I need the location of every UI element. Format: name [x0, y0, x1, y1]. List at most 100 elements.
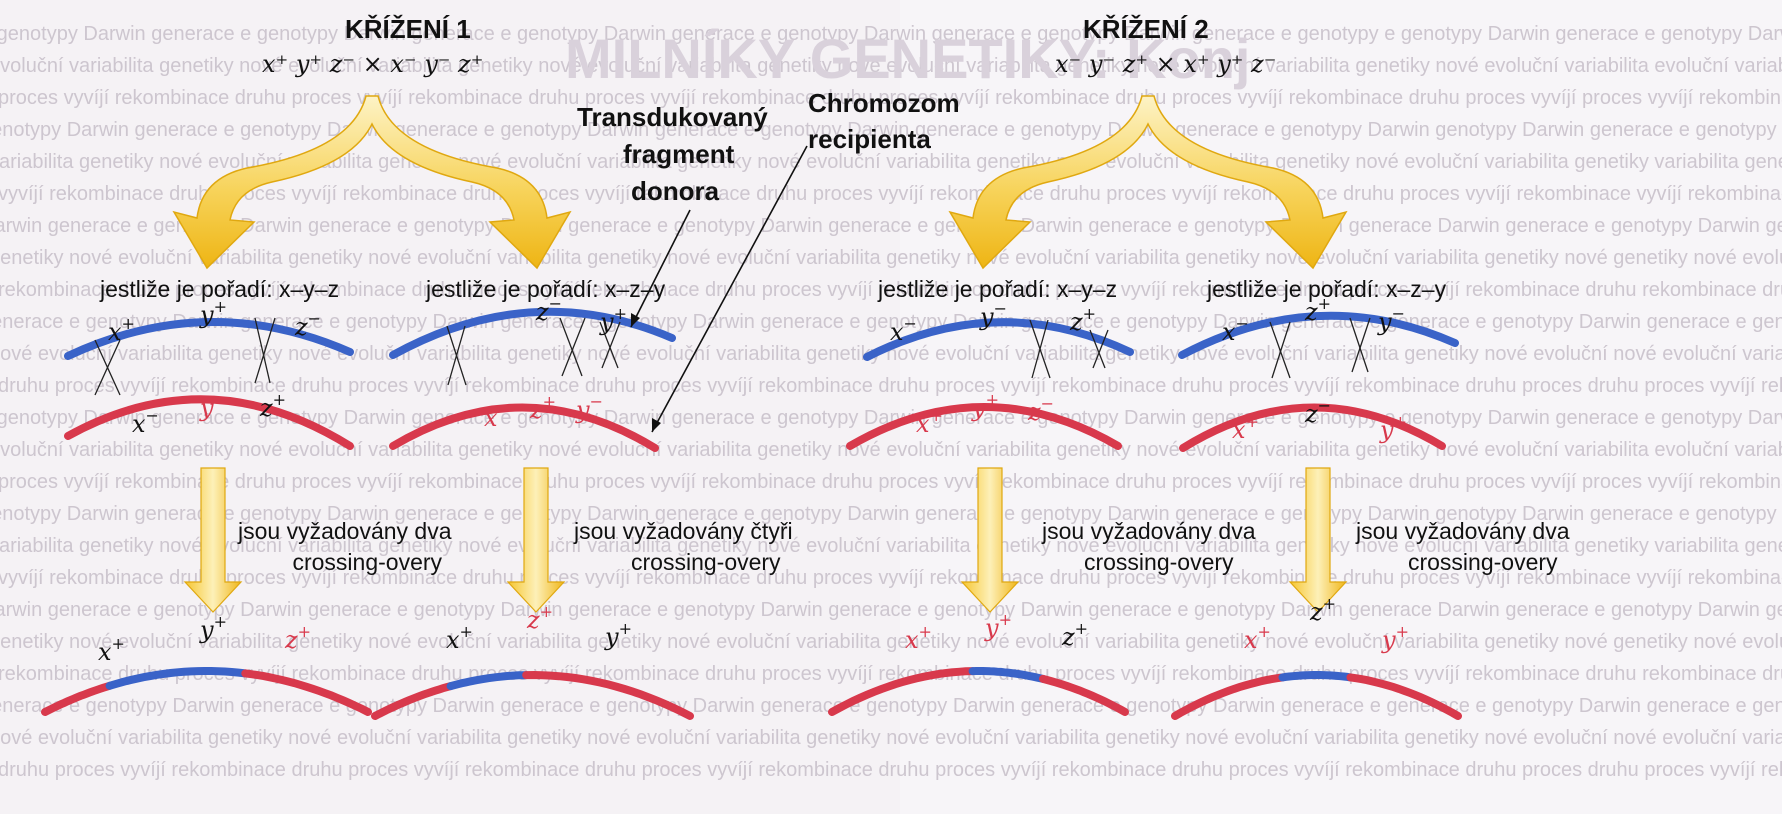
- cross1-left-donor-fragment: [64, 318, 354, 360]
- cross2-left-result-chromosome: [828, 667, 1129, 716]
- cross2-left-requirement: jsou vyžadovány dva crossing-overy: [1042, 516, 1256, 578]
- background-text-line: evoluční variabilita genetiky nové evolu…: [0, 439, 1782, 461]
- cross2-left-red-allele-y: y+: [971, 390, 999, 422]
- cross2-left-red-allele-x: x+: [916, 406, 943, 438]
- cross1-right-req-line2: crossing-overy: [631, 549, 781, 575]
- cross2-left-down-arrow-icon: [960, 467, 1020, 613]
- cross2-left-result-allele-x: x+: [905, 622, 932, 654]
- cross2-right-recipient-chromosome: [1179, 403, 1446, 452]
- cross2-right-blue-allele-z: z+: [1304, 294, 1331, 326]
- recipient-label-line2: recipienta: [808, 124, 931, 154]
- cross2-right-result-allele-y: y+: [1381, 622, 1409, 654]
- cross2-right-red-allele-z: z−: [1304, 396, 1331, 428]
- cross2-right-order: jestliže je pořadí: x–z–y: [1207, 276, 1447, 302]
- cross1-right-recipient-chromosome: [389, 403, 659, 452]
- cross2-right-result-allele-x: x+: [1244, 622, 1271, 654]
- cross2-right-blue-allele-y: y−: [1377, 304, 1405, 336]
- cross1-right-red-allele-z: z+: [529, 392, 556, 424]
- background-text-line: rekombinace druhu proces vyvíjí rekombin…: [0, 279, 1782, 301]
- background-text-line: nové evoluční variabilita genetiky nové …: [0, 727, 1782, 749]
- cross1-right-req-line1: jsou vyžadovány čtyři: [574, 518, 793, 544]
- cross2-left-req-line2: crossing-overy: [1083, 549, 1234, 575]
- background-text-line: proces vyvíjí rekombinace druhu proces v…: [0, 471, 1782, 493]
- cross2-title: KŘÍŽENÍ 2: [1083, 14, 1209, 44]
- recipient-label-line1: Chromozom: [808, 88, 960, 118]
- cross1-right-red-allele-y: y−: [575, 392, 603, 424]
- cross1-left-down-arrow-icon: [183, 467, 243, 613]
- background-text-line: genetiky nové evoluční variabilita genet…: [0, 247, 1782, 269]
- background-text-line: genetiky nové evoluční variabilita genet…: [0, 631, 1782, 653]
- cross1-left-result-allele-z: z+: [284, 622, 311, 654]
- cross1-right-blue-allele-z: z−: [535, 294, 562, 326]
- cross1-right-blue-allele-y: y+: [599, 304, 627, 336]
- cross2-equation: x⁻ y⁻ z⁺ × x⁺ y⁺ z⁻: [1055, 50, 1277, 78]
- cross2-forked-arrow-icon: [948, 95, 1348, 270]
- cross2-right-red-allele-x: x+: [1232, 412, 1259, 444]
- cross1-right-red-allele-x: x−: [484, 400, 511, 432]
- cross2-left-result-allele-z: z+: [1061, 619, 1088, 651]
- cross1-left-result-allele-x: x+: [98, 634, 125, 666]
- background-heading: MILNÍKY GENETIKY: Konj: [565, 27, 1250, 90]
- cross1-left-order: jestliže je pořadí: x–y–z: [100, 276, 340, 302]
- cross1-left-result-chromosome: [41, 667, 372, 716]
- background-text-line: Darwin generace e genotypy Darwin genera…: [0, 599, 1782, 621]
- cross1-right-result-allele-z: z+: [526, 602, 553, 634]
- cross1-left-requirement: jsou vyžadovány dva crossing-overy: [238, 516, 452, 578]
- cross1-left-result-allele-y: y+: [199, 612, 227, 644]
- cross2-left-donor-fragment: [863, 318, 1134, 361]
- donor-label-line3: donora: [631, 176, 720, 206]
- cross2-right-down-arrow-icon: [1288, 467, 1348, 613]
- cross2-right-crossover-lines: [1269, 317, 1371, 379]
- cross2-left-req-line1: jsou vyžadovány dva: [1042, 518, 1256, 544]
- cross1-left-blue-allele-z: z−: [294, 309, 321, 341]
- cross2-right-donor-fragment: [1178, 311, 1459, 359]
- cross1-right-result-chromosome: [371, 670, 694, 720]
- cross1-left-recipient-chromosome: [64, 395, 354, 450]
- recipient-pointer-arrowhead-icon: [652, 418, 661, 432]
- cross1-right-crossover-lines: [446, 317, 621, 386]
- cross2-left-blue-allele-x: x−: [890, 314, 917, 346]
- cross2-left-blue-allele-z: z+: [1069, 304, 1096, 336]
- cross2-right-result-allele-z: z+: [1309, 594, 1336, 626]
- cross2-right-req-line1: jsou vyžadovány dva: [1356, 518, 1570, 544]
- background-text-line: evoluční variabilita genetiky nové evolu…: [0, 55, 1782, 77]
- cross2-right-blue-allele-x: x−: [1222, 314, 1249, 346]
- background-text-line: Darwin generace e genotypy Darwin genera…: [0, 215, 1782, 237]
- cross2-left-red-allele-z: z−: [1027, 394, 1054, 426]
- background-text-line: vyvíjí rekombinace druhu proces vyvíjí r…: [0, 183, 1782, 205]
- cross1-right-donor-fragment: [389, 307, 676, 359]
- donor-label-line1: Transdukovaný: [577, 102, 768, 132]
- cross2-right-result-chromosome: [1171, 671, 1462, 720]
- cross1-left-red-allele-y: y−: [199, 390, 227, 422]
- cross2-right-req-line2: crossing-overy: [1407, 549, 1558, 575]
- cross1-forked-arrow-icon: [172, 95, 572, 270]
- cross1-right-result-allele-y: y+: [604, 619, 632, 651]
- background-text-line: genotypy Darwin generace e genotypy Darw…: [0, 503, 1782, 525]
- cross1-left-blue-allele-x: x+: [108, 314, 135, 346]
- background-text-line: variabilita genetiky nové evoluční varia…: [0, 535, 1782, 557]
- cross2-left-blue-allele-y: y−: [979, 299, 1007, 331]
- cross2-left-result-allele-y: y+: [984, 610, 1012, 642]
- cross1-right-requirement: jsou vyžadovány čtyři crossing-overy: [574, 516, 793, 578]
- cross2-left-crossover-lines: [1029, 319, 1109, 379]
- background-text-line: e genotypy Darwin generace e genotypy Da…: [0, 23, 1782, 45]
- cross1-left-red-allele-z: z+: [259, 390, 286, 422]
- donor-pointer-line: [630, 209, 691, 328]
- background-text-line: genotypy Darwin generace e genotypy Darw…: [0, 119, 1782, 141]
- background-text-line: druhu proces vyvíjí rekombinace druhu pr…: [0, 759, 1782, 781]
- donor-pointer-arrowhead-icon: [631, 313, 640, 327]
- background-text-line: proces vyvíjí rekombinace druhu proces v…: [0, 87, 1782, 109]
- cross1-title: KŘÍŽENÍ 1: [345, 14, 471, 44]
- cross2-right-requirement: jsou vyžadovány dva crossing-overy: [1356, 516, 1570, 578]
- cross2-right-red-allele-y: y+: [1379, 412, 1407, 444]
- background-text-line: druhu proces vyvíjí rekombinace druhu pr…: [0, 375, 1782, 397]
- cross1-right-down-arrow-icon: [506, 467, 566, 613]
- recipient-pointer-line: [651, 145, 808, 433]
- cross1-right-result-allele-x: x+: [446, 622, 473, 654]
- donor-label-line2: fragment: [623, 139, 735, 169]
- cross1-equation: x⁺ y⁺ z⁻ × x⁻ y⁻ z⁺: [262, 50, 484, 78]
- cross2-left-recipient-chromosome: [846, 403, 1122, 450]
- cross2-left-order: jestliže je pořadí: x–y–z: [878, 276, 1118, 302]
- background-text-line: nové evoluční variabilita genetiky nové …: [0, 343, 1782, 365]
